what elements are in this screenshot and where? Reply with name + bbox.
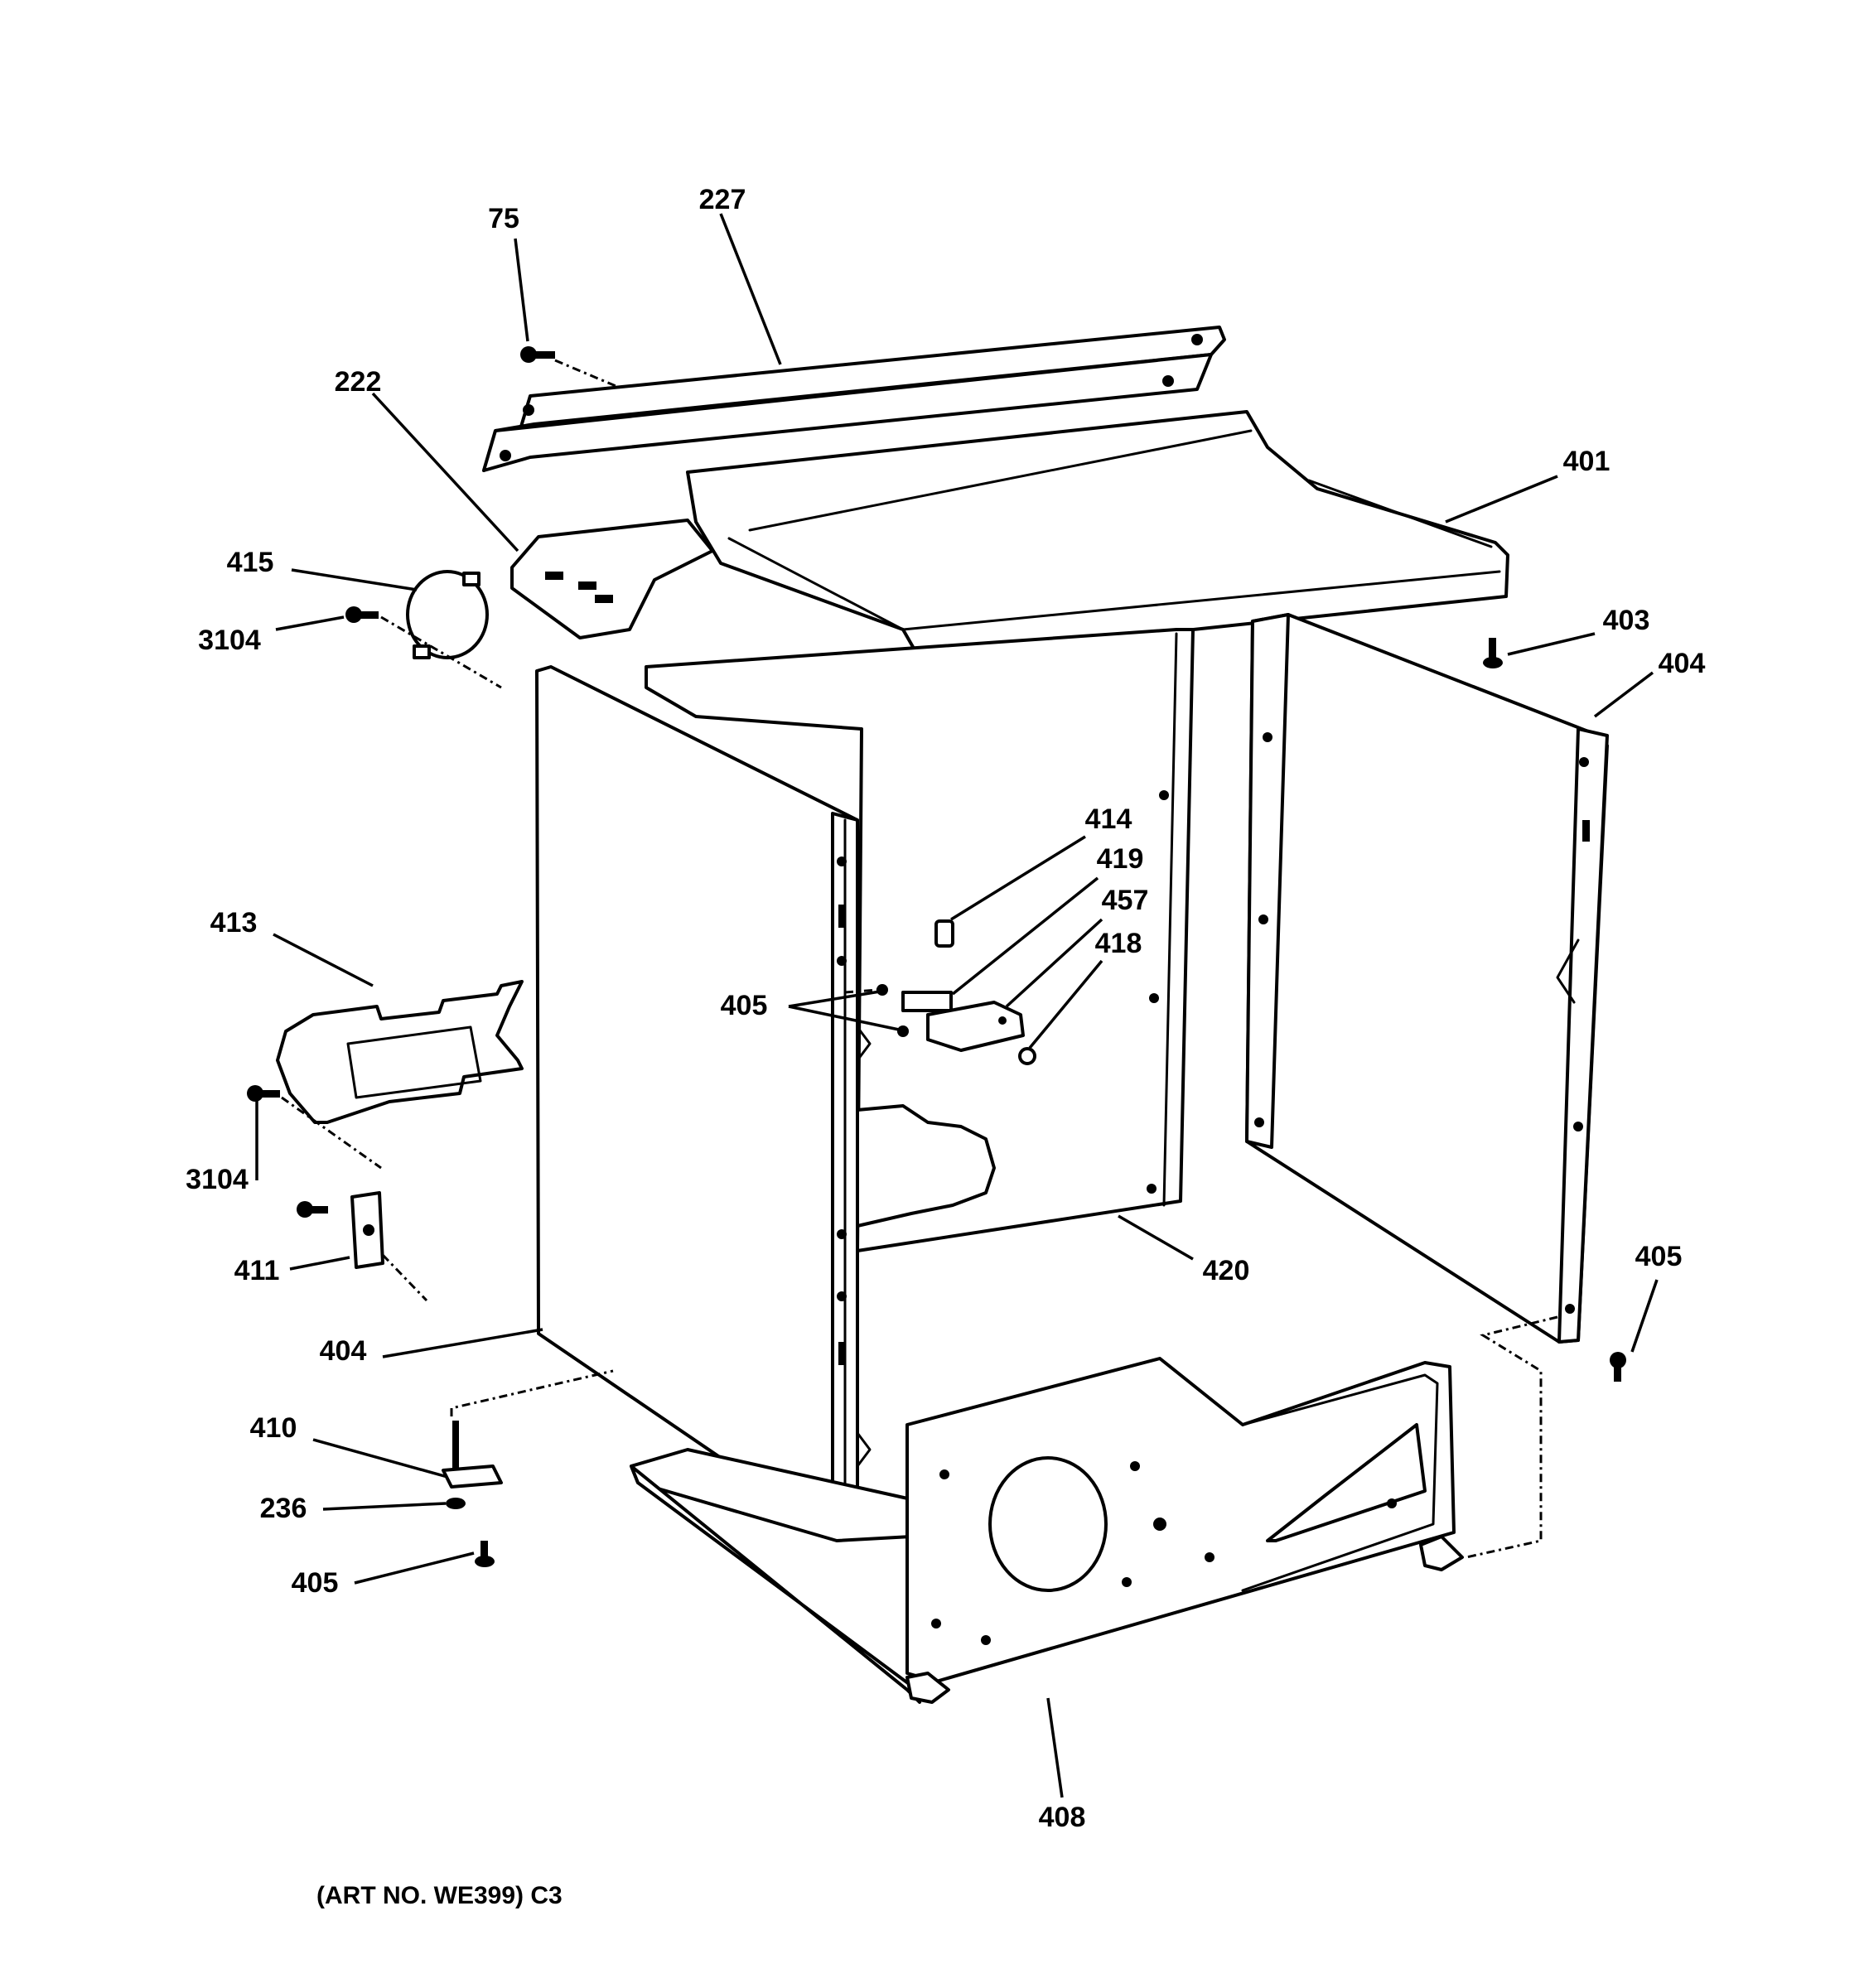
dashline-75 <box>554 359 621 389</box>
part-3104-screw-upper <box>345 606 379 623</box>
leader-lines <box>255 213 1659 1798</box>
label-3104-lower: 3104 <box>186 1164 249 1195</box>
label-401: 401 <box>1563 446 1610 477</box>
label-415: 415 <box>227 547 274 578</box>
label-413: 413 <box>210 907 258 939</box>
dashline-411 <box>381 1253 428 1302</box>
dashline-405-latch <box>844 988 879 994</box>
part-227-top-rail <box>482 326 1226 472</box>
label-227: 227 <box>699 184 746 215</box>
part-401-top-panel <box>686 410 1509 660</box>
label-419: 419 <box>1097 843 1144 875</box>
part-75-screw <box>520 346 555 363</box>
part-415-round-cover <box>406 570 489 659</box>
part-222-bracket <box>510 519 714 639</box>
label-408: 408 <box>1039 1802 1086 1833</box>
part-410-leveling-leg <box>442 1421 503 1489</box>
label-418: 418 <box>1095 928 1142 959</box>
part-403-screw <box>1483 638 1503 668</box>
part-236-nut <box>446 1498 466 1509</box>
label-3104-upper: 3104 <box>198 625 261 656</box>
dashline-3104-lower <box>281 1096 382 1170</box>
part-3104-screw-lower <box>247 1085 280 1102</box>
part-457-bracket <box>926 1001 1025 1052</box>
part-419-bracket <box>901 991 953 1012</box>
art-number-caption: (ART NO. WE399) C3 <box>316 1882 563 1909</box>
part-408-base-frame <box>630 1357 1464 1704</box>
label-420: 420 <box>1203 1255 1250 1286</box>
part-405-screw-right <box>1610 1352 1626 1382</box>
part-414-clip <box>934 919 954 948</box>
label-236: 236 <box>260 1493 307 1524</box>
label-75: 75 <box>488 203 519 234</box>
label-414: 414 <box>1085 803 1132 835</box>
label-222: 222 <box>335 366 382 398</box>
dashline-3104-upper <box>380 615 502 689</box>
dashline-410 <box>450 1369 614 1416</box>
label-405-latch: 405 <box>721 990 768 1021</box>
part-405-leg-screw <box>475 1541 495 1567</box>
label-404-left: 404 <box>320 1335 367 1367</box>
label-411: 411 <box>234 1255 280 1286</box>
part-413-vent-plate <box>276 980 524 1124</box>
part-labels: 75 227 222 401 415 3104 403 404 414 419 … <box>186 184 1705 1833</box>
part-420-rear-panel <box>645 628 1195 1252</box>
label-404-right: 404 <box>1659 648 1706 679</box>
label-410: 410 <box>250 1412 297 1444</box>
label-403: 403 <box>1603 605 1650 636</box>
part-404-right-side-panel <box>1245 613 1609 1344</box>
label-405-leg: 405 <box>292 1567 339 1599</box>
dashline-405-right <box>1466 1315 1558 1559</box>
part-411-terminal-block <box>297 1191 384 1269</box>
label-405-right: 405 <box>1635 1241 1683 1272</box>
label-457: 457 <box>1102 885 1149 916</box>
part-418-nut <box>1018 1047 1036 1065</box>
part-404-left-side-panel <box>535 665 872 1536</box>
